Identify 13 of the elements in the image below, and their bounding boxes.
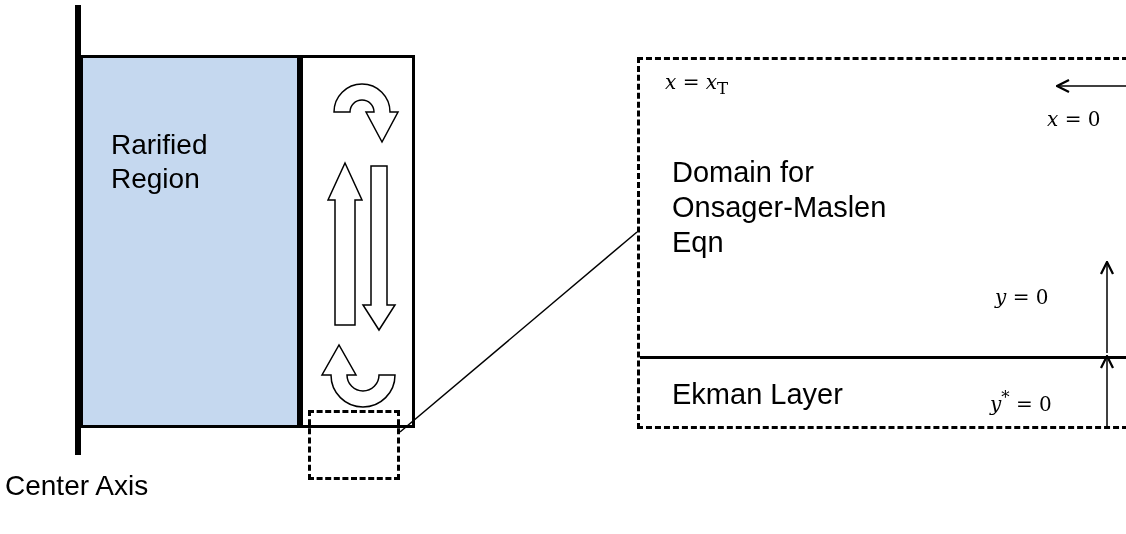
zoom-box bbox=[308, 410, 400, 480]
axis-label: Center Axis bbox=[5, 470, 149, 502]
region-label: Rarified Region bbox=[111, 128, 209, 196]
leader-line bbox=[399, 231, 638, 433]
equation-label: x = 0 bbox=[1047, 107, 1101, 131]
column-box bbox=[300, 55, 415, 428]
equation-label: y$^{*}$ = 0 bbox=[990, 388, 1052, 416]
equation-label: y = 0 bbox=[995, 285, 1049, 309]
domain-frame bbox=[637, 57, 1126, 429]
region-label: Domain for Onsager-Maslen Eqn bbox=[672, 155, 888, 260]
equation-label: x = x$_{T}$ bbox=[665, 70, 729, 98]
region-label: Ekman Layer bbox=[672, 377, 844, 412]
region-box bbox=[80, 55, 300, 428]
